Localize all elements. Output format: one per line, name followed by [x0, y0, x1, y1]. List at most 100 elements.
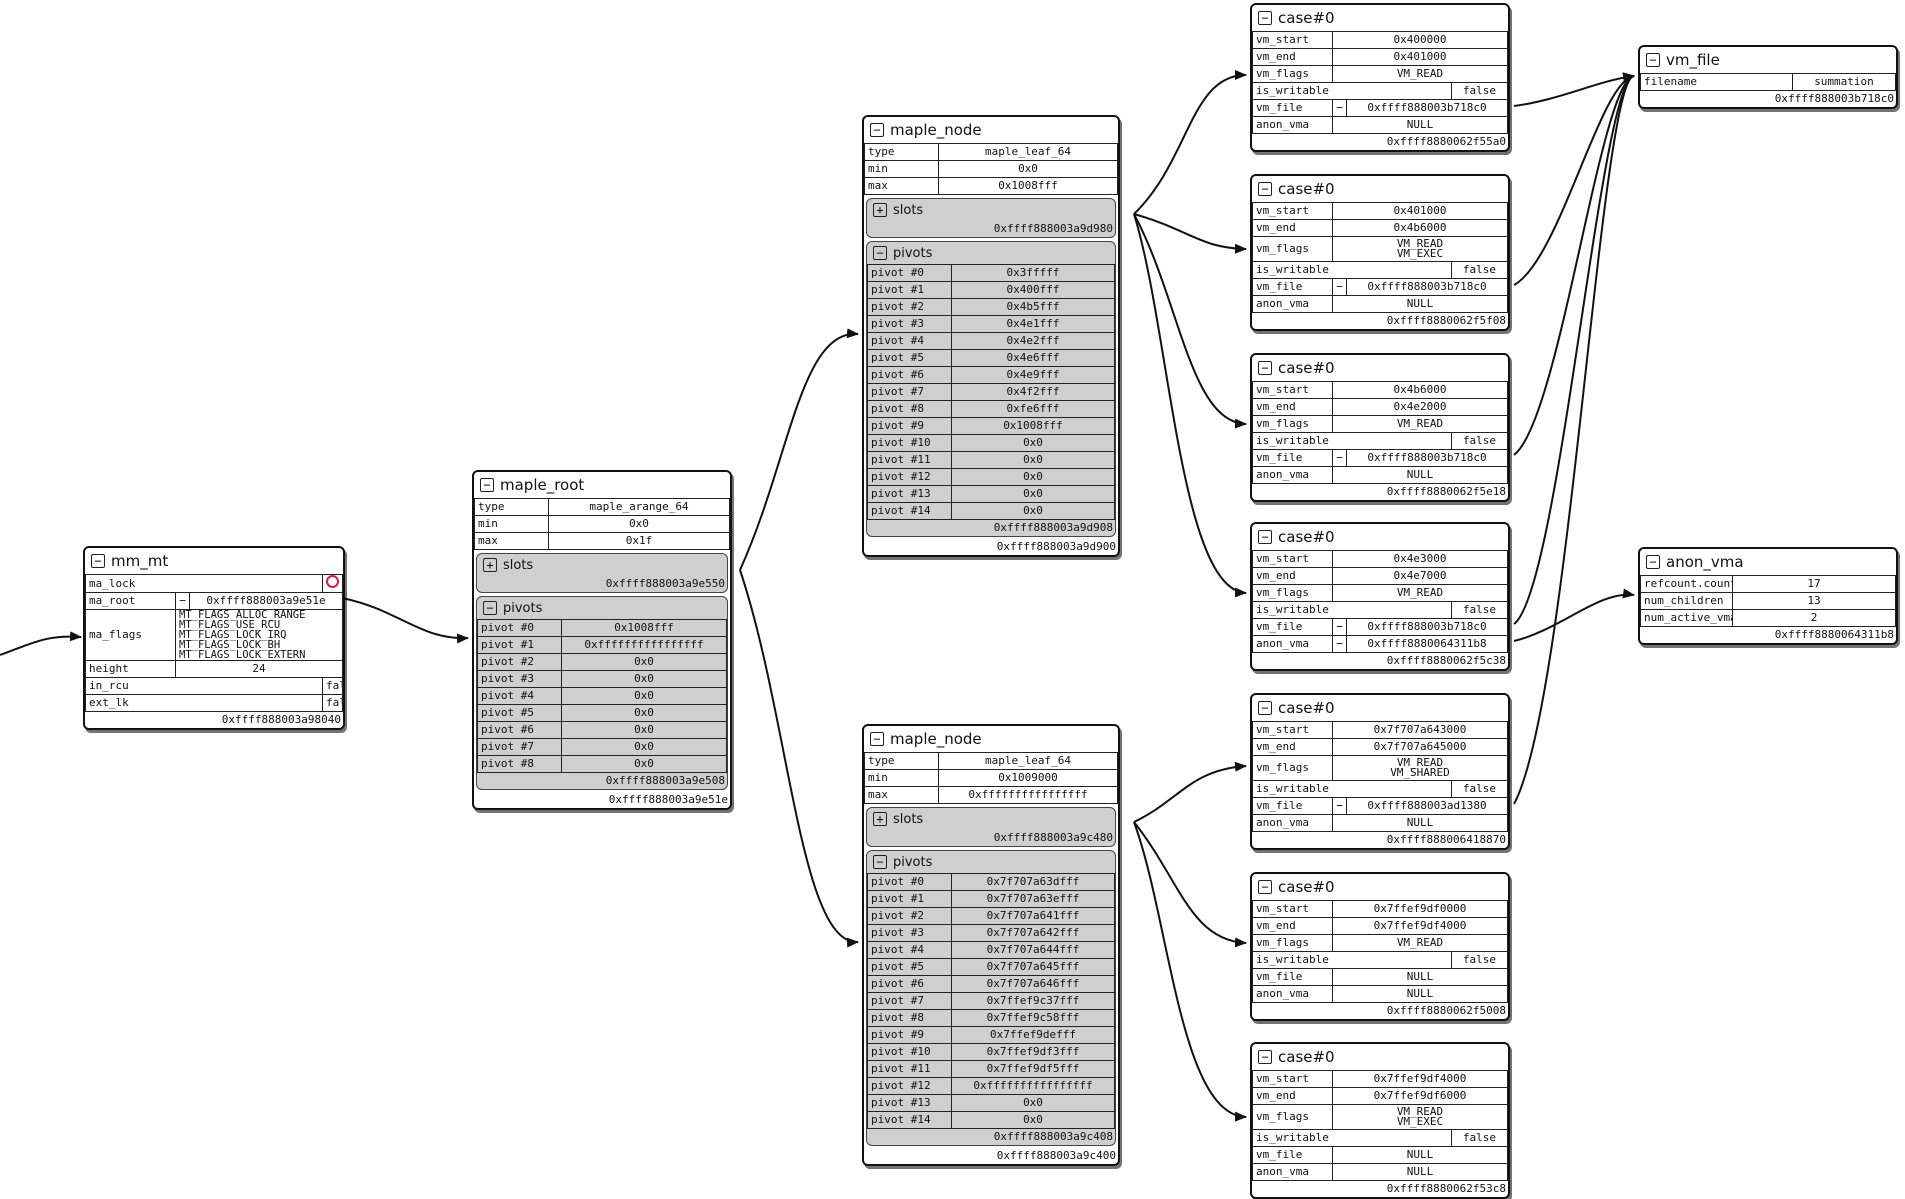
- collapse-toggle-icon[interactable]: −: [873, 855, 887, 869]
- field-value: 0x401000: [1332, 202, 1508, 220]
- pivot-label: pivot #1: [477, 636, 562, 654]
- arrow-node2-to-case-5: [1133, 761, 1247, 823]
- collapse-toggle-icon[interactable]: −: [873, 246, 887, 260]
- collapse-toggle-icon[interactable]: −: [1258, 182, 1272, 196]
- field-value: 0x7ffef9df0000: [1332, 900, 1508, 918]
- field-label: vm_start: [1252, 202, 1333, 220]
- pivot-label: pivot #2: [867, 907, 952, 925]
- node-address: 0xffff888003a9e51e: [608, 793, 728, 806]
- collapse-toggle-icon[interactable]: −: [1258, 880, 1272, 894]
- collapse-toggle-icon[interactable]: −: [175, 592, 190, 610]
- collapse-toggle-icon[interactable]: −: [1332, 99, 1347, 117]
- field-value: NULL: [1332, 968, 1508, 986]
- collapse-toggle-icon[interactable]: −: [1332, 618, 1347, 636]
- field-label: vm_file: [1252, 99, 1333, 117]
- collapse-toggle-icon[interactable]: −: [1332, 278, 1347, 296]
- vm-file-box[interactable]: − vm_file filename summation 0xffff88800…: [1638, 45, 1898, 109]
- field-label: vm_file: [1252, 1146, 1333, 1164]
- collapse-toggle-icon[interactable]: −: [1258, 11, 1272, 25]
- collapse-toggle-icon[interactable]: −: [1258, 530, 1272, 544]
- pivot-label: pivot #2: [867, 298, 952, 316]
- collapse-toggle-icon[interactable]: −: [91, 554, 105, 568]
- pivot-value: 0x7f707a642fff: [951, 924, 1115, 942]
- arrow-node1-to-case-2: [1133, 213, 1247, 254]
- collapse-toggle-icon[interactable]: −: [1332, 797, 1347, 815]
- expand-toggle-icon[interactable]: +: [873, 812, 887, 826]
- field-label: is_writable: [1252, 1129, 1452, 1147]
- mm-mt-box[interactable]: − mm_mt ma_lock ma_root − 0xffff888003a9…: [83, 546, 345, 730]
- case-address: 0xffff8880062f5c38: [1386, 654, 1506, 667]
- pivot-value: 0x0: [561, 687, 727, 705]
- expand-toggle-icon[interactable]: +: [483, 558, 497, 572]
- pivot-label: pivot #13: [867, 1094, 952, 1112]
- field-value: 0xffff888003ad1380: [1346, 797, 1508, 815]
- field-label: vm_end: [1252, 917, 1333, 935]
- lock-ring-icon[interactable]: [322, 574, 343, 593]
- collapse-toggle-icon[interactable]: −: [483, 601, 497, 615]
- collapse-toggle-icon[interactable]: −: [1646, 53, 1660, 67]
- pivot-label: pivot #14: [867, 1111, 952, 1129]
- pivot-value: 0x0: [951, 468, 1115, 486]
- collapse-toggle-icon[interactable]: −: [1646, 555, 1660, 569]
- pivots-title: pivots: [893, 245, 933, 261]
- collapse-toggle-icon[interactable]: −: [870, 123, 884, 137]
- collapse-toggle-icon[interactable]: −: [480, 478, 494, 492]
- collapse-toggle-icon[interactable]: −: [1258, 361, 1272, 375]
- field-label: anon_vma: [1252, 985, 1333, 1003]
- vm-flag-value: VM_READ: [1396, 67, 1444, 80]
- collapse-toggle-icon[interactable]: −: [1258, 701, 1272, 715]
- field-label: is_writable: [1252, 601, 1452, 619]
- collapse-toggle-icon[interactable]: −: [1332, 635, 1347, 653]
- pivot-value: 0x7f707a63efff: [951, 890, 1115, 908]
- field-value: 0x4e3000: [1332, 550, 1508, 568]
- expand-toggle-icon[interactable]: +: [873, 203, 887, 217]
- collapse-toggle-icon[interactable]: −: [1332, 449, 1347, 467]
- collapse-toggle-icon[interactable]: −: [870, 732, 884, 746]
- collapse-toggle-icon[interactable]: −: [1258, 1050, 1272, 1064]
- arrow-case2-to-vm-file: [1513, 72, 1635, 286]
- vm-flags-values: VM_READ: [1332, 415, 1508, 433]
- node-address: 0xffff888003a9d900: [996, 540, 1116, 553]
- anon-vma-title: anon_vma: [1666, 553, 1744, 571]
- vm-flags-values: VM_READ: [1332, 65, 1508, 83]
- field-row: vm_file−0xffff888003b718c0: [1252, 278, 1508, 296]
- slots-address: 0xffff888003a9e550: [605, 577, 725, 590]
- field-label: type: [864, 752, 939, 770]
- case-title: case#0: [1278, 699, 1335, 717]
- pivot-label: pivot #7: [867, 383, 952, 401]
- pivot-label: pivot #2: [477, 653, 562, 671]
- pivot-value: 0xffffffffffffffff: [951, 1077, 1115, 1095]
- pivot-label: pivot #4: [867, 332, 952, 350]
